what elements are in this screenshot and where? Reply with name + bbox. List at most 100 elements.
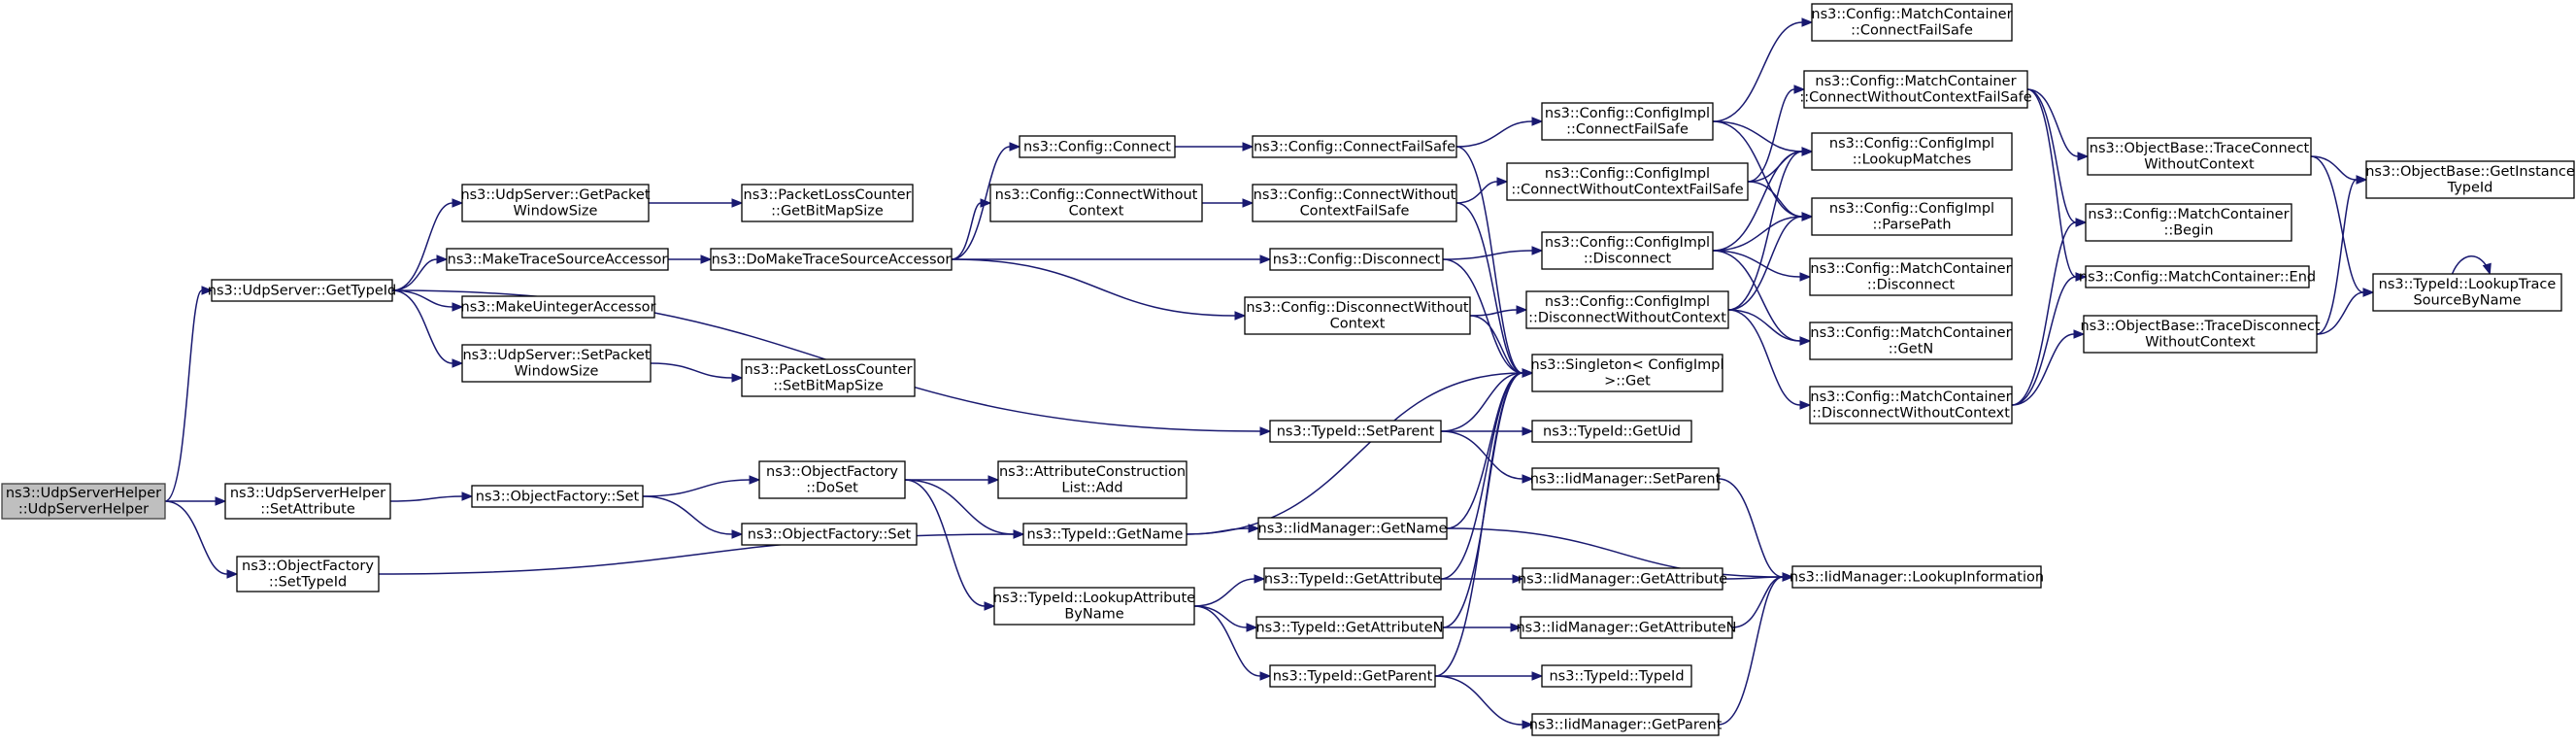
graph-node-ns3-config-connect[interactable]: ns3::Config::Connect <box>1019 135 1176 158</box>
node-label-line: ns3::IidManager::GetAttributeN <box>1516 620 1736 635</box>
graph-node-ns3-config-matchcontainer-end[interactable]: ns3::Config::MatchContainer::End <box>2079 265 2316 288</box>
node-box <box>1263 567 1442 591</box>
edge-line <box>642 495 733 535</box>
graph-node-ns3-iidmanager-setparent[interactable]: ns3::IidManager::SetParent <box>1530 467 1722 491</box>
graph-node-ns3-config-matchcontainer-disconnect[interactable]: ns3::Config::MatchContainer::Disconnect <box>1809 257 2013 296</box>
graph-node-ns3-config-connectwithout-contextfailsafe[interactable]: ns3::Config::ConnectWithoutContextFailSa… <box>1252 184 1457 222</box>
edge-layer <box>164 17 2492 729</box>
graph-node-ns3-config-matchcontainer-begin[interactable]: ns3::Config::MatchContainer::Begin <box>2085 203 2292 242</box>
arrow-head <box>452 302 464 312</box>
graph-node-ns3-iidmanager-getparent[interactable]: ns3::IidManager::GetParent <box>1529 713 1723 736</box>
edge-line <box>1727 216 1803 311</box>
node-label-line: ns3::Config::MatchContainer <box>1810 261 2011 277</box>
graph-node-ns3-iidmanager-getattributen[interactable]: ns3::IidManager::GetAttributeN <box>1516 616 1737 639</box>
edge-line <box>1446 527 1784 578</box>
arrow-head <box>1801 147 1814 156</box>
graph-node-ns3-objectfactory-doset[interactable]: ns3::ObjectFactory::DoSet <box>758 460 906 499</box>
graph-node-ns3-config-matchcontainer-getn[interactable]: ns3::Config::MatchContainer::GetN <box>1809 322 2013 360</box>
node-box <box>741 358 916 397</box>
graph-node-ns3-config-disconnect[interactable]: ns3::Config::Disconnect <box>1269 248 1444 271</box>
graph-node-ns3-udpserverhelper-udpserverhelper[interactable]: ns3::UdpServerHelper::UdpServerHelper <box>1 483 166 520</box>
graph-edge <box>1727 147 1814 311</box>
graph-node-ns3-makeuintegeraccessor[interactable]: ns3::MakeUintegerAccessor <box>461 295 656 319</box>
graph-node-ns3-config-matchcontainer-connectfailsafe[interactable]: ns3::Config::MatchContainer::ConnectFail… <box>1811 3 2013 42</box>
graph-edge <box>642 495 744 539</box>
node-layer: ns3::UdpServerHelper::UdpServerHelperns3… <box>1 3 2575 736</box>
arrow-head <box>987 475 1000 485</box>
node-box <box>1520 616 1733 639</box>
edge-line <box>1455 120 1533 148</box>
graph-node-ns3-typeid-getattributen[interactable]: ns3::TypeId::GetAttributeN <box>1255 616 1444 639</box>
graph-node-ns3-typeid-getname[interactable]: ns3::TypeId::GetName <box>1022 523 1188 546</box>
graph-node-ns3-config-connectwithout-context[interactable]: ns3::Config::ConnectWithoutContext <box>989 184 1203 222</box>
graph-edge <box>2011 272 2088 406</box>
arrow-head <box>1522 474 1534 484</box>
graph-node-ns3-objectbase-traceconnect-withoutcontext[interactable]: ns3::ObjectBase::TraceConnectWithoutCont… <box>2087 137 2312 176</box>
node-box <box>1531 420 1692 443</box>
graph-node-ns3-typeid-getparent[interactable]: ns3::TypeId::GetParent <box>1269 664 1436 688</box>
graph-node-ns3-udpserverhelper-setattribute[interactable]: ns3::UdpServerHelper::SetAttribute <box>224 483 391 520</box>
graph-node-ns3-config-configimpl-parsepath[interactable]: ns3::Config::ConfigImpl::ParsePath <box>1811 197 2013 236</box>
node-label-line: ::ParsePath <box>1872 218 1951 233</box>
graph-node-ns3-config-connectfailsafe[interactable]: ns3::Config::ConnectFailSafe <box>1252 135 1457 158</box>
graph-node-ns3-objectfactory-set[interactable]: ns3::ObjectFactory::Set <box>471 485 644 508</box>
node-label-line: ns3::ObjectFactory::Set <box>748 526 912 542</box>
graph-node-ns3-packetlosscounter-setbitmapsize[interactable]: ns3::PacketLossCounter::SetBitMapSize <box>741 358 916 397</box>
graph-node-ns3-config-matchcontainer-disconnectwithoutcontext[interactable]: ns3::Config::MatchContainer::DisconnectW… <box>1809 386 2013 424</box>
node-label-line: List::Add <box>1061 481 1122 496</box>
graph-node-ns3-udpserver-gettypeid[interactable]: ns3::UdpServer::GetTypeId <box>208 279 396 302</box>
arrow-head <box>1782 572 1794 582</box>
graph-node-ns3-iidmanager-getattribute[interactable]: ns3::IidManager::GetAttribute <box>1518 567 1727 591</box>
edge-line <box>1193 578 1255 607</box>
graph-node-ns3-config-disconnectwithout-context[interactable]: ns3::Config::DisconnectWithoutContext <box>1244 296 1471 335</box>
graph-node-ns3-objectbase-tracedisconnect-withoutcontext[interactable]: ns3::ObjectBase::TraceDisconnectWithoutC… <box>2080 315 2321 354</box>
edge-line <box>1455 146 1523 374</box>
graph-node-ns3-iidmanager-lookupinformation[interactable]: ns3::IidManager::LookupInformation <box>1790 565 2044 589</box>
graph-node-ns3-packetlosscounter-getbitmapsize[interactable]: ns3::PacketLossCounter::GetBitMapSize <box>741 184 914 222</box>
graph-node-ns3-config-configimpl-lookupmatches[interactable]: ns3::Config::ConfigImpl::LookupMatches <box>1811 132 2013 171</box>
node-label-line: ns3::Singleton< ConfigImpl <box>1531 357 1724 373</box>
graph-node-ns3-singleton-configimpl-get[interactable]: ns3::Singleton< ConfigImpl>::Get <box>1531 354 1724 392</box>
arrow-head <box>1531 246 1544 255</box>
node-label-line: ns3::IidManager::SetParent <box>1530 471 1722 487</box>
edge-line <box>2310 155 2358 181</box>
graph-node-ns3-maketracesourceaccessor[interactable]: ns3::MakeTraceSourceAccessor <box>446 248 669 271</box>
edge-line <box>1186 372 1523 535</box>
edge-line <box>1193 605 1261 677</box>
graph-node-ns3-objectfactory-settypeid[interactable]: ns3::ObjectFactory::SetTypeId <box>236 556 380 593</box>
graph-edge <box>905 475 1000 485</box>
graph-node-ns3-typeid-getuid[interactable]: ns3::TypeId::GetUid <box>1531 420 1692 443</box>
arrow-head <box>1516 305 1528 315</box>
graph-edge <box>649 198 744 208</box>
node-box <box>2085 203 2292 242</box>
node-label-line: Context <box>1069 204 1124 220</box>
node-label-line: ns3::TypeId::GetAttributeN <box>1255 620 1443 635</box>
node-label-line: Context <box>1330 317 1386 332</box>
node-label-line: ns3::UdpServerHelper <box>230 486 385 501</box>
graph-node-ns3-config-configimpl-disconnect[interactable]: ns3::Config::ConfigImpl::Disconnect <box>1541 231 1714 270</box>
graph-node-ns3-iidmanager-getname[interactable]: ns3::IidManager::GetName <box>1257 517 1448 540</box>
graph-edge <box>1712 120 1814 156</box>
edge-line <box>1747 181 1803 218</box>
graph-node-ns3-config-matchcontainer-connectwithoutcontextfailsafe[interactable]: ns3::Config::MatchContainer::ConnectWith… <box>1799 70 2032 109</box>
graph-node-ns3-typeid-setparent[interactable]: ns3::TypeId::SetParent <box>1269 420 1442 443</box>
graph-node-ns3-typeid-getattribute[interactable]: ns3::TypeId::GetAttribute <box>1263 567 1442 591</box>
node-box <box>1019 135 1176 158</box>
graph-node-ns3-config-configimpl-connectwithoutcontextfailsafe[interactable]: ns3::Config::ConfigImpl::ConnectWithoutC… <box>1506 162 1749 201</box>
graph-node-ns3-objectfactory-set[interactable]: ns3::ObjectFactory::Set <box>741 523 918 546</box>
node-label-line: ns3::TypeId::GetAttribute <box>1264 571 1441 587</box>
graph-edge <box>1731 572 1794 628</box>
edge-line <box>389 495 463 502</box>
node-label-line: ns3::Config::ConnectFailSafe <box>1254 139 1455 154</box>
graph-node-ns3-domaketracesourceaccessor[interactable]: ns3::DoMakeTraceSourceAccessor <box>710 248 953 271</box>
graph-node-ns3-config-configimpl-connectfailsafe[interactable]: ns3::Config::ConfigImpl::ConnectFailSafe <box>1541 102 1714 141</box>
node-label-line: WindowSize <box>514 204 598 220</box>
graph-node-ns3-config-configimpl-disconnectwithoutcontext[interactable]: ns3::Config::ConfigImpl::DisconnectWitho… <box>1525 290 1729 329</box>
graph-node-ns3-typeid-typeid[interactable]: ns3::TypeId::TypeId <box>1541 664 1692 688</box>
